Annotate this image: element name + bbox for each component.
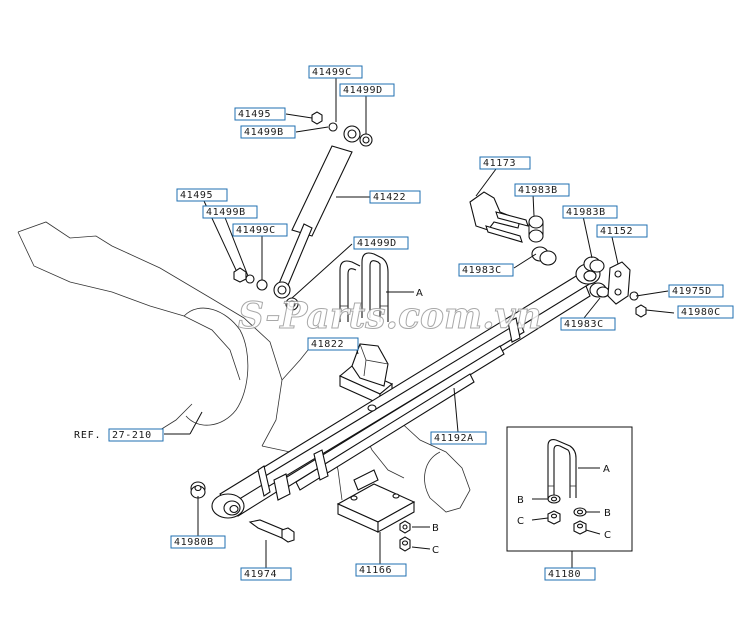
part-label-41983b-b[interactable]: 41983B	[562, 205, 618, 219]
rear-shackle-assembly	[469, 191, 647, 318]
watermark-text: S-Parts.com.vn	[238, 295, 542, 337]
bump-stopper	[338, 343, 394, 406]
part-label-41975d[interactable]: 41975D	[668, 284, 724, 298]
part-label-41983c-b[interactable]: 41983C	[560, 317, 616, 331]
part-label-41983c[interactable]: 41983C	[458, 263, 514, 277]
part-label-41983b-a[interactable]: 41983B	[514, 183, 570, 197]
part-label-41173[interactable]: 41173	[479, 156, 531, 170]
svg-text:41980C: 41980C	[681, 307, 721, 318]
reference-callout: REF. 27-210	[74, 428, 164, 442]
shock-absorber	[273, 125, 361, 299]
callout-c-box-left: C	[517, 516, 524, 527]
ubolt-kit-inset	[506, 426, 633, 552]
svg-text:41983B: 41983B	[518, 185, 558, 196]
part-label-41180[interactable]: 41180	[544, 567, 596, 581]
part-label-41422[interactable]: 41422	[369, 190, 421, 204]
part-label-41192a[interactable]: 41192A	[430, 431, 487, 445]
part-label-41974[interactable]: 41974	[240, 567, 292, 581]
callout-a-box: A	[603, 464, 610, 475]
part-label-41499b-left[interactable]: 41499B	[202, 205, 258, 219]
part-label-41499c-top[interactable]: 41499C	[308, 65, 363, 79]
svg-text:41499D: 41499D	[357, 238, 397, 249]
svg-text:41822: 41822	[311, 339, 344, 350]
part-label-41980c[interactable]: 41980C	[677, 305, 734, 319]
u-bolt	[339, 252, 389, 322]
part-label-41499d-top[interactable]: 41499D	[339, 83, 395, 97]
part-label-41822[interactable]: 41822	[307, 337, 359, 351]
svg-text:41152: 41152	[600, 226, 633, 237]
svg-text:41499B: 41499B	[244, 127, 284, 138]
svg-text:41180: 41180	[548, 569, 581, 580]
reference-code-box[interactable]: 27-210	[108, 428, 164, 442]
svg-text:41975D: 41975D	[672, 286, 712, 297]
callout-letters: A B C A B B C C	[416, 288, 611, 556]
callout-b-main: B	[432, 523, 439, 534]
svg-text:41499C: 41499C	[312, 67, 352, 78]
callout-c-box-right: C	[604, 530, 611, 541]
svg-text:41974: 41974	[244, 569, 277, 580]
part-label-41499b-top[interactable]: 41499B	[240, 125, 296, 139]
svg-text:41980B: 41980B	[174, 537, 214, 548]
svg-text:41983B: 41983B	[566, 207, 606, 218]
svg-text:41166: 41166	[359, 565, 392, 576]
callout-b-box-left: B	[517, 495, 524, 506]
svg-text:41983C: 41983C	[462, 265, 502, 276]
callout-a-main: A	[416, 288, 423, 299]
part-label-41495-top[interactable]: 41495	[234, 107, 286, 121]
svg-text:41495: 41495	[238, 109, 271, 120]
part-number-labels: 41499C 41499D 41495 41499B 41422 41495 4…	[170, 65, 734, 581]
leaf-spring	[211, 263, 601, 519]
svg-text:41173: 41173	[483, 158, 516, 169]
part-label-41152[interactable]: 41152	[596, 224, 648, 238]
svg-text:41499C: 41499C	[236, 225, 276, 236]
shock-lower-hardware	[233, 267, 299, 311]
part-label-41495-left[interactable]: 41495	[176, 188, 228, 202]
part-label-41499c-left[interactable]: 41499C	[232, 223, 288, 237]
svg-text:41499B: 41499B	[206, 207, 246, 218]
svg-text:41422: 41422	[373, 192, 406, 203]
shock-upper-hardware	[311, 111, 373, 147]
svg-text:41499D: 41499D	[343, 85, 383, 96]
callout-c-main: C	[432, 545, 439, 556]
svg-text:41192A: 41192A	[434, 433, 474, 444]
callout-b-box-right: B	[604, 508, 611, 519]
svg-text:41983C: 41983C	[564, 319, 604, 330]
reference-code: 27-210	[112, 430, 152, 441]
svg-text:41495: 41495	[180, 190, 213, 201]
part-label-41980b[interactable]: 41980B	[170, 535, 226, 549]
part-label-41166[interactable]: 41166	[355, 563, 407, 577]
plate-nuts	[399, 520, 411, 552]
spring-seat-plate	[336, 469, 416, 533]
reference-prefix: REF.	[74, 430, 101, 441]
part-label-41499d-mid[interactable]: 41499D	[353, 236, 409, 250]
